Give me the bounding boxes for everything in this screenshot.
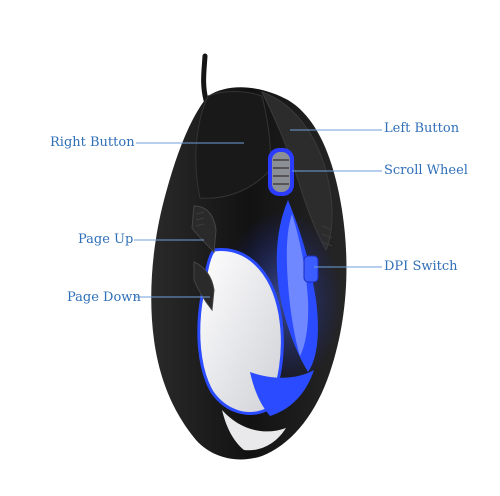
right-button-panel	[195, 91, 271, 199]
label-dpi-switch: DPI Switch	[384, 259, 458, 274]
page-down-button-shape	[193, 261, 215, 312]
label-scroll-wheel: Scroll Wheel	[384, 163, 468, 178]
label-right-button: Right Button	[50, 135, 135, 150]
page-up-button-shape	[191, 205, 217, 254]
mouse-cable	[201, 53, 209, 103]
dpi-switch-shape	[303, 255, 319, 283]
label-page-up: Page Up	[78, 232, 134, 247]
scroll-wheel-shape	[268, 148, 294, 196]
label-left-button: Left Button	[384, 121, 460, 136]
leader-lines	[134, 129, 382, 298]
label-page-down: Page Down	[67, 290, 141, 305]
